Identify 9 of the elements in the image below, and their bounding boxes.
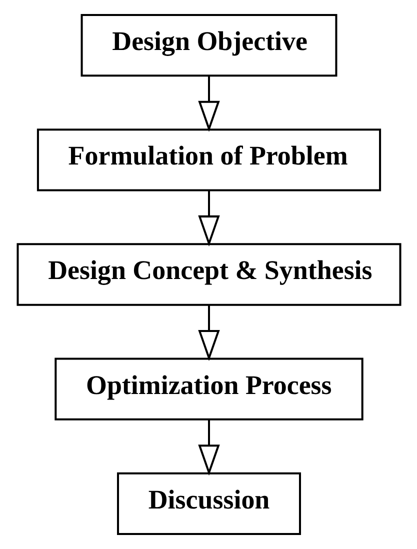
node-box: Design Concept & Synthesis (16, 243, 401, 306)
node-box: Design Objective (80, 14, 337, 77)
node-box: Discussion (116, 472, 300, 536)
node-box: Optimization Process (54, 358, 363, 420)
node-box: Formulation of Problem (36, 128, 381, 192)
arrow (198, 420, 220, 476)
arrow (198, 305, 220, 362)
arrow (198, 76, 220, 132)
arrow (198, 190, 220, 246)
